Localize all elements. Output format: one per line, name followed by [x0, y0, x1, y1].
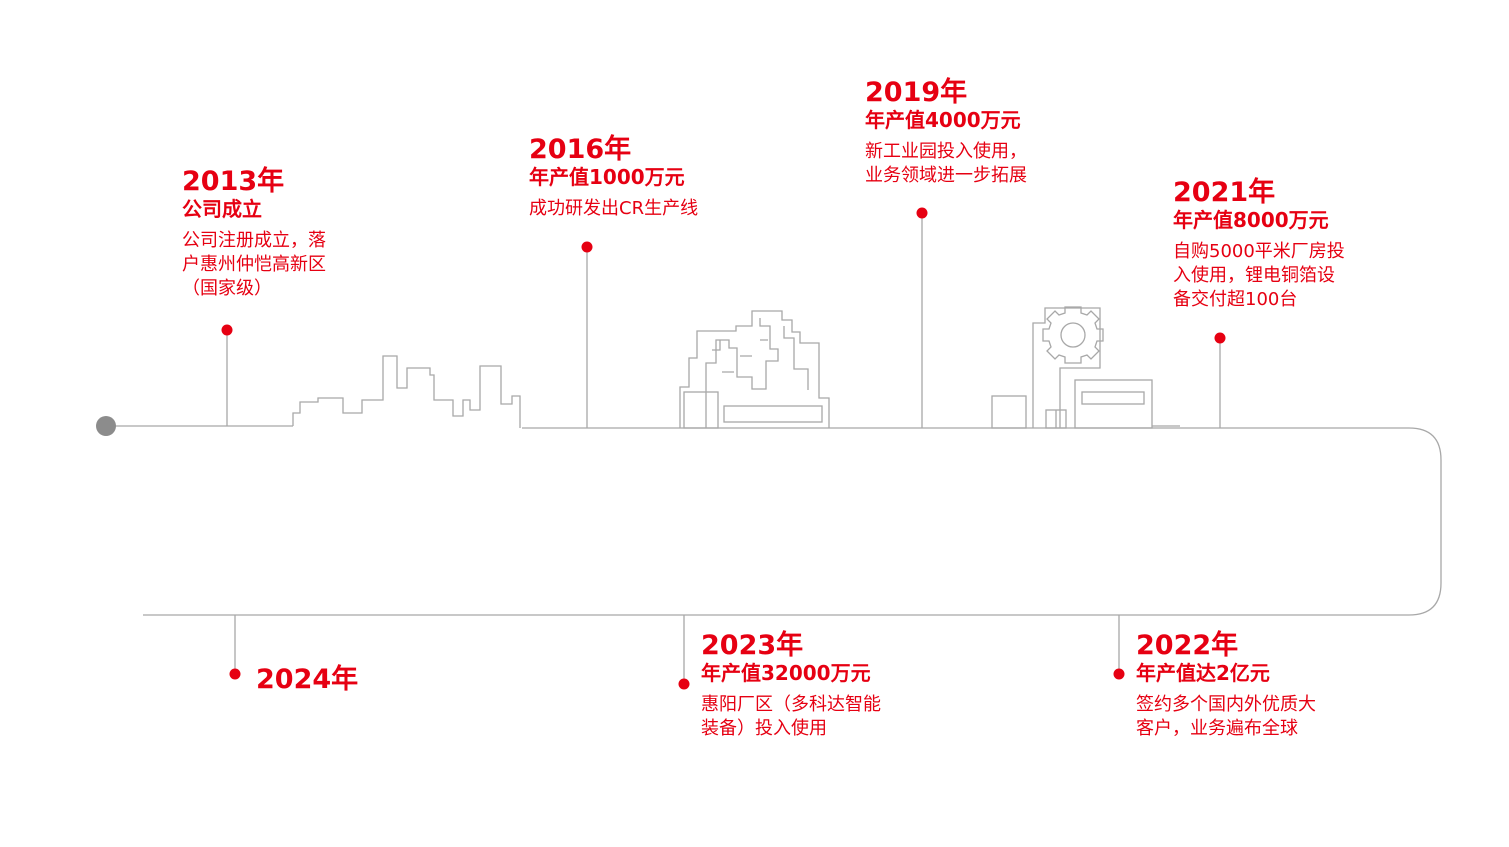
milestone-year: 2013年: [182, 166, 285, 197]
milestone-2019: 2019年 年产值4000万元 新工业园投入使用， 业务领域进一步拓展: [865, 78, 1027, 188]
milestone-subtitle: 年产值8000万元: [1173, 208, 1329, 232]
milestone-subtitle: 年产值达2亿元: [1136, 661, 1270, 685]
skyline-outline: [292, 355, 521, 428]
milestone-description: 公司注册成立，落 户惠州仲恺高新区 （国家级）: [182, 230, 326, 299]
milestone-subtitle: 年产值1000万元: [529, 165, 685, 189]
milestone-description: 自购5000平米厂房投 入使用，锂电铜箔设 备交付超100台: [1173, 241, 1345, 310]
milestone-2021: 2021年 年产值8000万元 自购5000平米厂房投 入使用，锂电铜箔设 备交…: [1173, 178, 1345, 312]
milestone-2013: 2013年 公司成立 公司注册成立，落 户惠州仲恺高新区 （国家级）: [182, 167, 326, 301]
milestone-subtitle: 年产值32000万元: [701, 661, 871, 685]
factory-pipes-illustration: [679, 310, 830, 429]
milestone-year: 2024年: [256, 664, 359, 695]
milestone-2023: 2023年 年产值32000万元 惠阳厂区（多科达智能 装备）投入使用: [701, 631, 881, 741]
timeline-path: [106, 425, 1442, 616]
timeline-start-node: [96, 416, 116, 436]
milestone-year: 2023年: [701, 630, 804, 661]
milestone-2022: 2022年 年产值达2亿元 签约多个国内外优质大 客户，业务遍布全球: [1136, 631, 1316, 741]
milestone-year: 2022年: [1136, 630, 1239, 661]
milestone-description: 签约多个国内外优质大 客户，业务遍布全球: [1136, 694, 1316, 739]
milestone-dot-2019: [916, 207, 928, 219]
milestone-dot-2023: [678, 678, 690, 690]
milestone-dot-2021: [1214, 332, 1226, 344]
milestone-description: 新工业园投入使用， 业务领域进一步拓展: [865, 141, 1027, 186]
milestone-2016: 2016年 年产值1000万元 成功研发出CR生产线: [529, 135, 698, 221]
milestone-2024: 2024年: [256, 665, 358, 695]
gear-icon: [1042, 306, 1104, 364]
milestone-dot-2022: [1113, 668, 1125, 680]
milestone-year: 2019年: [865, 77, 968, 108]
milestone-description: 惠阳厂区（多科达智能 装备）投入使用: [701, 694, 881, 739]
milestone-year: 2021年: [1173, 177, 1276, 208]
milestone-subtitle: 公司成立: [182, 197, 262, 221]
milestone-dot-2024: [229, 668, 241, 680]
factory-gear-illustration: [991, 306, 1180, 429]
milestone-subtitle: 年产值4000万元: [865, 108, 1021, 132]
milestone-description: 成功研发出CR生产线: [529, 198, 699, 219]
milestone-dot-2016: [581, 241, 593, 253]
milestone-dot-2013: [221, 324, 233, 336]
milestone-year: 2016年: [529, 134, 632, 165]
